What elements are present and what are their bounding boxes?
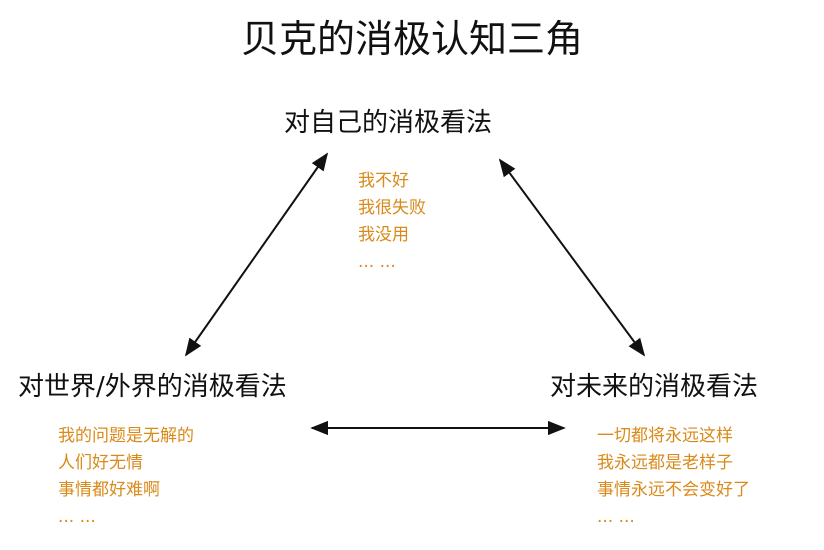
future-item: 一切都将永远这样 (597, 426, 733, 446)
self-item: 我不好 (358, 171, 409, 191)
node-world-items: 我的问题是无解的 人们好无情 事情都好难啊 ... ... (58, 423, 194, 531)
world-item: 人们好无情 (58, 453, 143, 473)
self-item: 我没用 (358, 225, 409, 245)
node-world-label: 对世界/外界的消极看法 (18, 372, 287, 402)
future-item: ... ... (597, 507, 635, 527)
world-item: ... ... (58, 507, 96, 527)
node-self-label: 对自己的消极看法 (284, 108, 493, 138)
future-item: 事情永远不会变好了 (597, 480, 750, 500)
arrow-self-world (184, 152, 329, 357)
future-item: 我永远都是老样子 (597, 453, 733, 473)
world-item: 事情都好难啊 (58, 480, 160, 500)
self-item: ... ... (358, 252, 396, 272)
node-self-items: 我不好 我很失败 我没用 ... ... (358, 168, 426, 276)
diagram-title: 贝克的消极认知三角 (240, 17, 583, 61)
node-future-label: 对未来的消极看法 (550, 372, 759, 402)
world-item: 我的问题是无解的 (58, 426, 194, 446)
self-item: 我很失败 (358, 198, 426, 218)
arrow-self-future (498, 158, 646, 357)
node-future-items: 一切都将永远这样 我永远都是老样子 事情永远不会变好了 ... ... (597, 423, 750, 531)
